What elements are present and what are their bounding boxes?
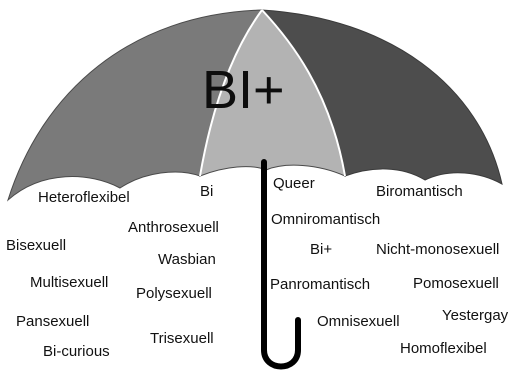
umbrella-title: BI+	[202, 60, 285, 120]
term-heteroflexibel: Heteroflexibel	[38, 189, 130, 206]
term-queer: Queer	[273, 175, 315, 192]
term-wasbian: Wasbian	[158, 251, 216, 268]
term-list: Heteroflexibel Bi Queer Biromantisch Ant…	[6, 175, 509, 360]
term-biromantisch: Biromantisch	[376, 183, 463, 200]
term-trisexuell: Trisexuell	[150, 330, 214, 347]
umbrella-handle	[264, 162, 298, 367]
term-bisexuell: Bisexuell	[6, 237, 66, 254]
term-nicht-monosexuell: Nicht-monosexuell	[376, 241, 499, 258]
term-omnisexuell: Omnisexuell	[317, 313, 400, 330]
term-pomosexuell: Pomosexuell	[413, 275, 499, 292]
term-bi-curious: Bi-curious	[43, 343, 110, 360]
term-bi-plus: Bi+	[310, 241, 332, 258]
term-homoflexibel: Homoflexibel	[400, 340, 487, 357]
term-polysexuell: Polysexuell	[136, 285, 212, 302]
term-anthrosexuell: Anthrosexuell	[128, 219, 219, 236]
term-panromantisch: Panromantisch	[270, 276, 370, 293]
term-pansexuell: Pansexuell	[16, 313, 89, 330]
umbrella-canopy: BI+	[8, 10, 502, 200]
term-omniromantisch: Omniromantisch	[271, 211, 380, 228]
term-multisexuell: Multisexuell	[30, 274, 108, 291]
term-yestergay: Yestergay	[442, 307, 509, 324]
term-bi: Bi	[200, 183, 213, 200]
